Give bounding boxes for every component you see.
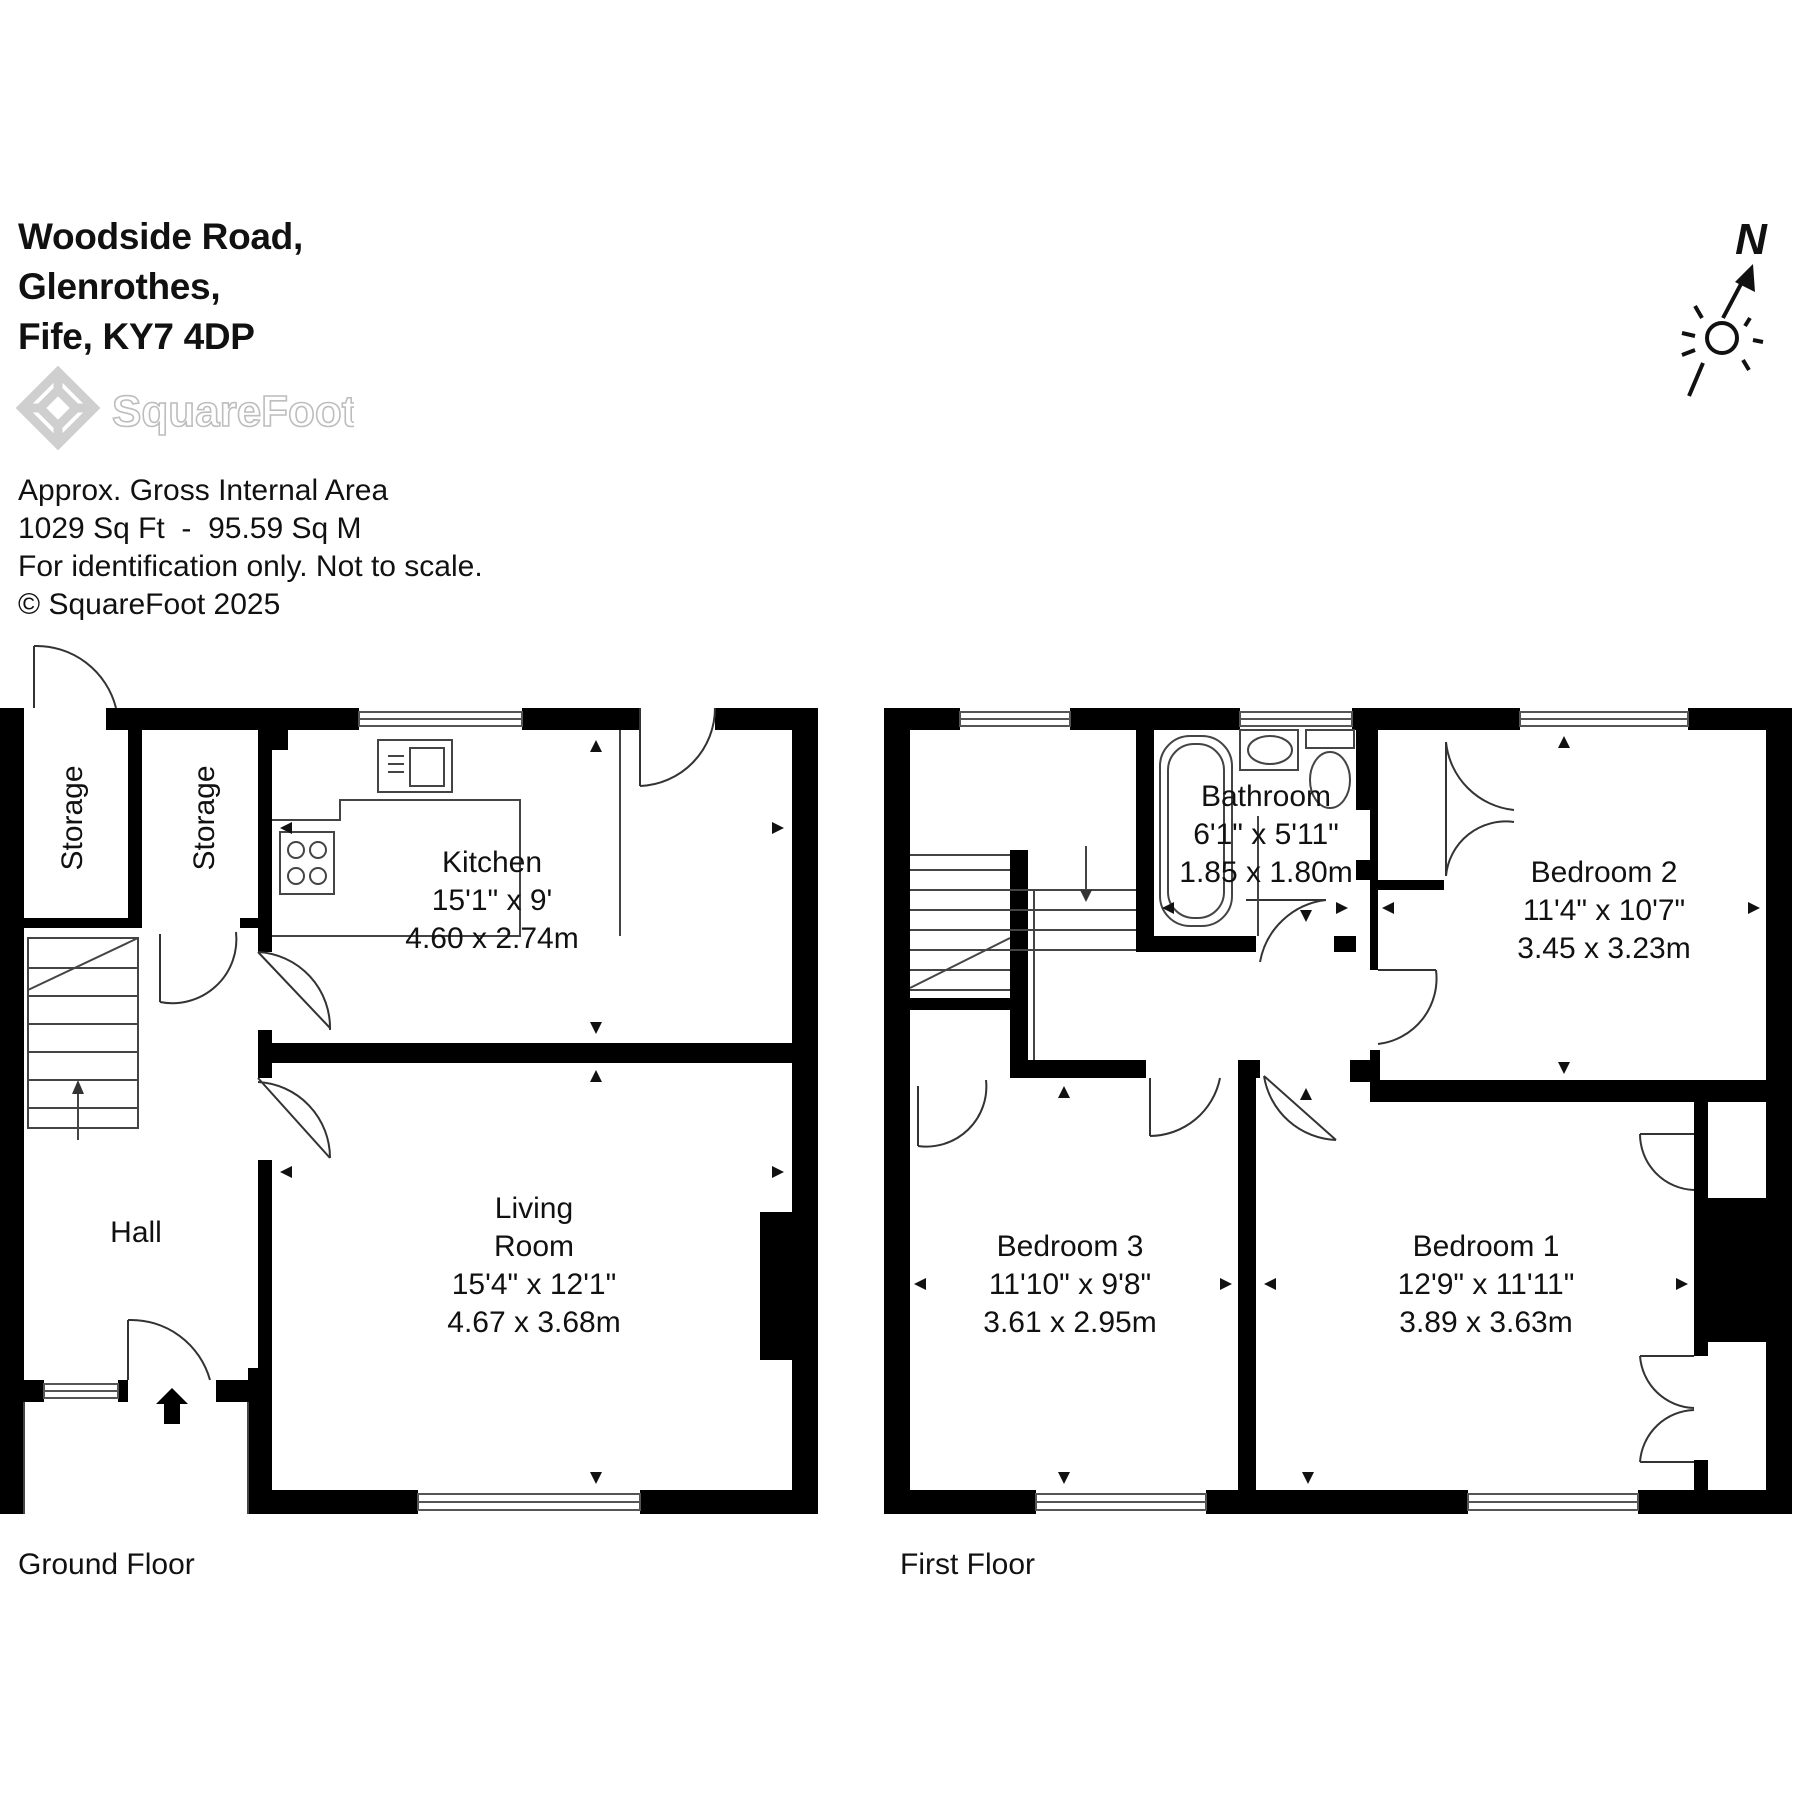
area-title: Approx. Gross Internal Area	[18, 474, 389, 507]
bedroom-3-metric: 3.61 x 2.95m	[983, 1306, 1156, 1339]
area-info: Approx. Gross Internal Area 1029 Sq Ft -…	[18, 472, 483, 624]
north-label: N	[1735, 215, 1768, 264]
living-room-name-1: Living	[495, 1192, 573, 1225]
bedroom-2-imperial: 11'4" x 10'7"	[1523, 894, 1685, 927]
squarefoot-logo: SquareFoot	[15, 366, 354, 451]
area-value: 1029 Sq Ft - 95.59 Sq M	[18, 512, 362, 545]
storage-2-label: Storage	[188, 765, 221, 870]
ground-floor-plan: Storage Storage Kitchen 15'1" x 9' 4.60 …	[0, 644, 818, 1514]
property-address: Woodside Road, Glenrothes, Fife, KY7 4DP	[18, 212, 303, 362]
kitchen-name: Kitchen	[442, 846, 542, 879]
storage-1-label: Storage	[56, 765, 89, 870]
bathroom-name: Bathroom	[1201, 780, 1331, 813]
copyright: © SquareFoot 2025	[18, 588, 281, 621]
living-room-name-2: Room	[494, 1230, 574, 1263]
bedroom-3-imperial: 11'10" x 9'8"	[989, 1268, 1151, 1301]
kitchen-metric: 4.60 x 2.74m	[405, 922, 578, 955]
bedroom-2-name: Bedroom 2	[1531, 856, 1678, 889]
address-line-3: Fife, KY7 4DP	[18, 316, 255, 357]
first-floor-plan: Bathroom 6'1" x 5'11" 1.85 x 1.80m Bedro…	[884, 708, 1792, 1514]
disclaimer: For identification only. Not to scale.	[18, 550, 483, 583]
north-arrow-sun-icon: N	[1681, 215, 1768, 397]
bedroom-2-metric: 3.45 x 3.23m	[1517, 932, 1690, 965]
bathroom-metric: 1.85 x 1.80m	[1179, 856, 1352, 889]
hall-label: Hall	[110, 1216, 162, 1249]
first-floor-label: First Floor	[900, 1548, 1035, 1581]
bedroom-1-metric: 3.89 x 3.63m	[1399, 1306, 1572, 1339]
logo-brand-text: SquareFoot	[112, 387, 354, 436]
bedroom-1-name: Bedroom 1	[1413, 1230, 1560, 1263]
bathroom-imperial: 6'1" x 5'11"	[1193, 818, 1339, 851]
bedroom-1-imperial: 12'9" x 11'11"	[1398, 1268, 1575, 1301]
address-line-1: Woodside Road,	[18, 216, 303, 257]
floor-plans: Storage Storage Kitchen 15'1" x 9' 4.60 …	[0, 644, 1792, 1514]
living-room-imperial: 15'4" x 12'1"	[452, 1268, 617, 1301]
address-line-2: Glenrothes,	[18, 266, 221, 307]
bedroom-3-name: Bedroom 3	[997, 1230, 1144, 1263]
squarefoot-diamond-logo-icon	[15, 366, 101, 451]
kitchen-imperial: 15'1" x 9'	[432, 884, 553, 917]
ground-floor-label: Ground Floor	[18, 1548, 195, 1581]
living-room-metric: 4.67 x 3.68m	[447, 1306, 620, 1339]
